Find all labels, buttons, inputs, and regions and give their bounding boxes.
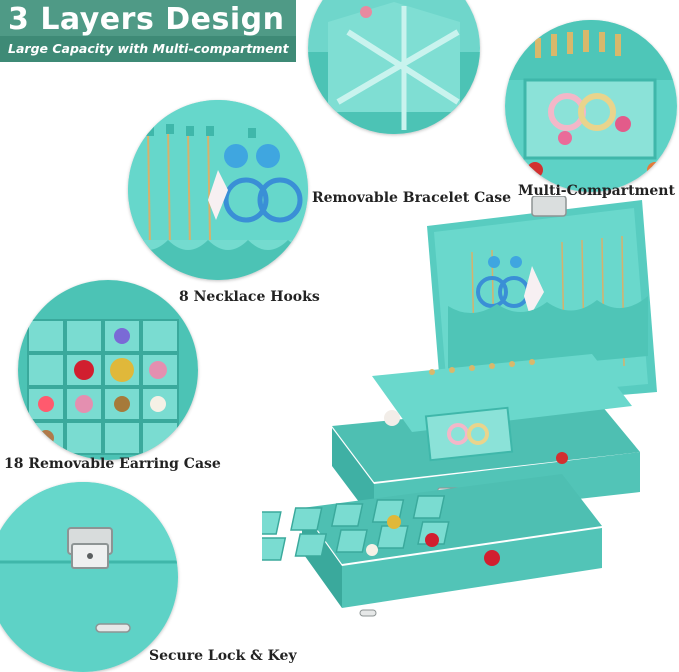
page-subtitle: Large Capacity with Multi-compartment xyxy=(8,41,289,56)
earring-case-photo xyxy=(18,280,198,460)
header-banner-strip xyxy=(0,36,296,62)
jewelry-box-photo xyxy=(262,196,662,626)
multi-compartment-label: Multi-Compartment xyxy=(518,183,675,199)
necklace-hooks-label: 8 Necklace Hooks xyxy=(179,289,320,305)
earring-case-label: 18 Removable Earring Case xyxy=(4,456,221,472)
necklace-hooks-photo xyxy=(128,100,308,280)
multi-compartment-photo xyxy=(505,20,677,192)
lock-key-label: Secure Lock & Key xyxy=(149,648,297,664)
lock-and-key-photo xyxy=(0,482,178,672)
page-title: 3 Layers Design xyxy=(8,2,285,37)
bracelet-case-label: Removable Bracelet Case xyxy=(312,190,512,206)
bracelet-case-photo xyxy=(308,0,480,134)
